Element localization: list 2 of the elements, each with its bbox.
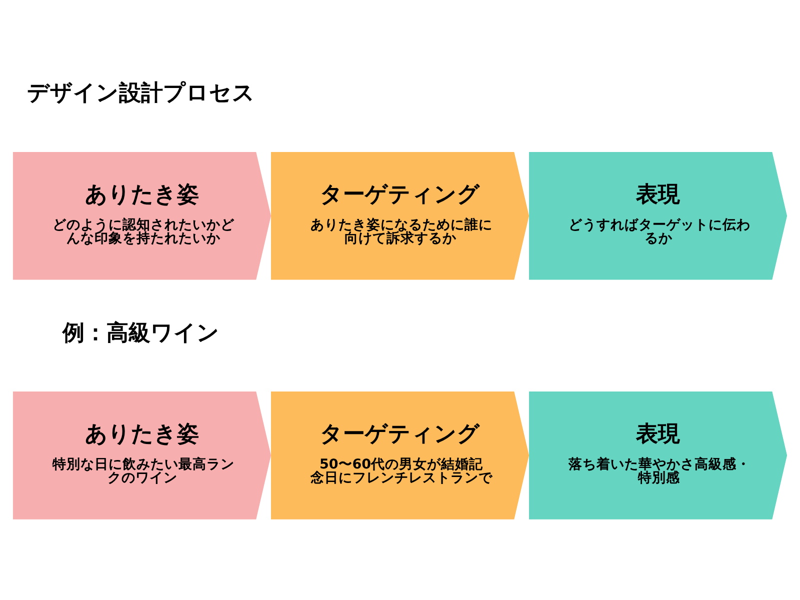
label: デザイン設計プロセス: [27, 80, 256, 106]
label: 例：高級ワイン: [62, 320, 220, 346]
